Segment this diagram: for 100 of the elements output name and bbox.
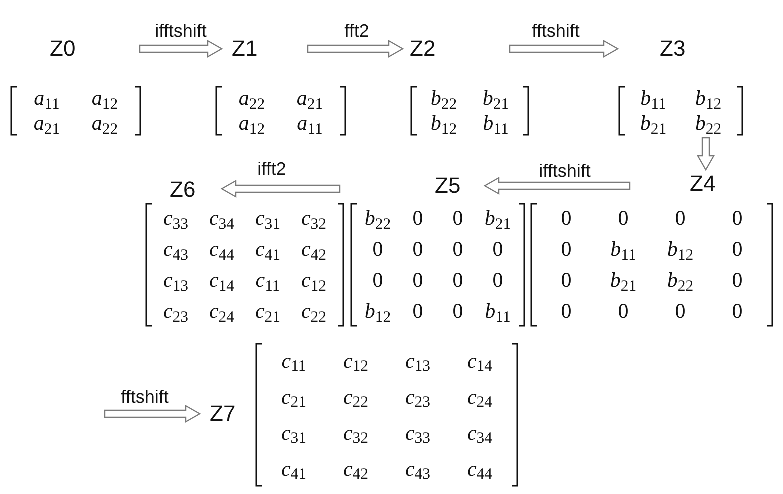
matrix-entry: a$_{11}$ bbox=[34, 88, 60, 109]
matrix-entry: c$_{14}$ bbox=[467, 350, 493, 372]
matrix-entry: c$_{42}$ bbox=[301, 239, 327, 260]
matrix-entry: 0 bbox=[561, 208, 572, 229]
matrix-entry: c$_{13}$ bbox=[405, 350, 431, 372]
matrix-entry: c$_{43}$ bbox=[405, 458, 431, 480]
edge-label: ifftshift bbox=[539, 162, 591, 180]
matrix-entry: b$_{11}$ bbox=[485, 301, 511, 322]
matrix-entry: a$_{22}$ bbox=[238, 88, 266, 109]
node-label: Z2 bbox=[410, 35, 436, 63]
matrix-entry: c$_{24}$ bbox=[209, 301, 235, 322]
matrix-entry: c$_{31}$ bbox=[255, 208, 281, 229]
matrix-entry: a$_{11}$ bbox=[297, 113, 323, 134]
matrix-entry: a$_{12}$ bbox=[92, 88, 118, 109]
matrix-entry: 0 bbox=[561, 301, 572, 322]
matrix-entry: a$_{21}$ bbox=[34, 113, 60, 134]
matrix-entry: 0 bbox=[732, 208, 743, 229]
matrix-entry: 0 bbox=[452, 239, 464, 260]
matrix-entry: 0 bbox=[412, 239, 424, 260]
matrix-entry: b$_{21}$ bbox=[482, 88, 510, 109]
matrix-entry: c$_{22}$ bbox=[343, 386, 369, 408]
matrix-entry: c$_{21}$ bbox=[281, 386, 307, 408]
node-label: Z0 bbox=[50, 35, 76, 63]
matrix-entry: c$_{33}$ bbox=[405, 422, 431, 444]
node-label: Z5 bbox=[435, 172, 461, 200]
matrix-entry: b$_{22}$ bbox=[695, 113, 722, 134]
hollow-arrow bbox=[220, 180, 341, 198]
matrix-entry: 0 bbox=[675, 301, 686, 322]
edge-label: ifftshift bbox=[155, 22, 207, 40]
edge-label: fft2 bbox=[344, 22, 370, 40]
node-label: Z1 bbox=[232, 35, 258, 63]
hollow-arrow bbox=[104, 404, 202, 424]
hollow-arrow bbox=[484, 176, 631, 196]
hollow-arrow bbox=[696, 137, 716, 172]
matrix-entry: 0 bbox=[412, 270, 424, 291]
matrix-entry: c$_{11}$ bbox=[282, 350, 306, 372]
matrix-entry: b$_{12}$ bbox=[695, 88, 722, 109]
node-label: Z3 bbox=[660, 35, 686, 63]
matrix-entry: c$_{34}$ bbox=[467, 422, 493, 444]
matrix-entry: 0 bbox=[412, 208, 424, 229]
matrix-entry: c$_{12}$ bbox=[343, 350, 369, 372]
hollow-arrow bbox=[307, 40, 404, 58]
matrix-entry: 0 bbox=[492, 239, 504, 260]
matrix-entry: c$_{32}$ bbox=[301, 208, 327, 229]
matrix-entry: 0 bbox=[452, 301, 464, 322]
matrix-entry: b$_{21}$ bbox=[484, 208, 512, 229]
matrix-entry: c$_{44}$ bbox=[209, 239, 235, 260]
edge-label: fftshift bbox=[121, 388, 169, 406]
matrix-entry: a$_{22}$ bbox=[92, 113, 118, 134]
matrix-entry: c$_{33}$ bbox=[163, 208, 189, 229]
matrix-entry: c$_{24}$ bbox=[467, 386, 493, 408]
matrix-entry: 0 bbox=[732, 239, 743, 260]
matrix-entry: 0 bbox=[618, 208, 629, 229]
matrix-entry: b$_{22}$ bbox=[667, 270, 694, 291]
matrix-entry: c$_{12}$ bbox=[301, 270, 327, 291]
edge-label: fftshift bbox=[532, 22, 580, 40]
matrix-entry: c$_{23}$ bbox=[163, 301, 189, 322]
node-label: Z4 bbox=[690, 170, 716, 198]
matrix-entry: c$_{41}$ bbox=[255, 239, 281, 260]
matrix-entry: 0 bbox=[618, 301, 629, 322]
matrix-entry: c$_{11}$ bbox=[256, 270, 280, 291]
matrix-entry: b$_{11}$ bbox=[610, 239, 636, 260]
matrix-entry: 0 bbox=[452, 208, 464, 229]
matrix-entry: 0 bbox=[412, 301, 424, 322]
matrix-entry: b$_{22}$ bbox=[364, 208, 392, 229]
matrix-entry: b$_{21}$ bbox=[640, 113, 667, 134]
matrix-entry: c$_{22}$ bbox=[301, 301, 327, 322]
matrix-entry: 0 bbox=[492, 270, 504, 291]
matrix-entry: 0 bbox=[675, 208, 686, 229]
matrix-entry: b$_{12}$ bbox=[667, 239, 694, 260]
matrix-entry: 0 bbox=[561, 270, 572, 291]
hollow-arrow bbox=[139, 40, 224, 58]
matrix-entry: a$_{12}$ bbox=[238, 113, 266, 134]
matrix-entry: c$_{34}$ bbox=[209, 208, 235, 229]
matrix-entry: 0 bbox=[732, 270, 743, 291]
matrix-entry: c$_{43}$ bbox=[163, 239, 189, 260]
node-label: Z7 bbox=[210, 400, 236, 428]
matrix-entry: b$_{22}$ bbox=[430, 88, 458, 109]
matrix-entry: c$_{41}$ bbox=[281, 458, 307, 480]
matrix-entry: b$_{12}$ bbox=[364, 301, 392, 322]
matrix-entry: a$_{21}$ bbox=[296, 88, 324, 109]
node-label: Z6 bbox=[170, 176, 196, 204]
matrix-entry: 0 bbox=[372, 239, 384, 260]
matrix-entry: c$_{21}$ bbox=[255, 301, 281, 322]
matrix-entry: c$_{23}$ bbox=[405, 386, 431, 408]
edge-label: ifft2 bbox=[258, 160, 286, 178]
matrix-entry: c$_{13}$ bbox=[163, 270, 189, 291]
matrix-entry: c$_{14}$ bbox=[209, 270, 235, 291]
matrix-entry: c$_{44}$ bbox=[467, 458, 493, 480]
matrix-entry: 0 bbox=[732, 301, 743, 322]
matrix-entry: b$_{11}$ bbox=[640, 88, 666, 109]
matrix-entry: 0 bbox=[452, 270, 464, 291]
matrix-entry: 0 bbox=[372, 270, 384, 291]
matrix-entry: c$_{42}$ bbox=[343, 458, 369, 480]
matrix-entry: b$_{21}$ bbox=[610, 270, 637, 291]
matrix-entry: b$_{11}$ bbox=[483, 113, 509, 134]
matrix-entry: c$_{31}$ bbox=[281, 422, 307, 444]
hollow-arrow bbox=[509, 40, 620, 58]
matrix-entry: 0 bbox=[561, 239, 572, 260]
matrix-entry: b$_{12}$ bbox=[430, 113, 458, 134]
